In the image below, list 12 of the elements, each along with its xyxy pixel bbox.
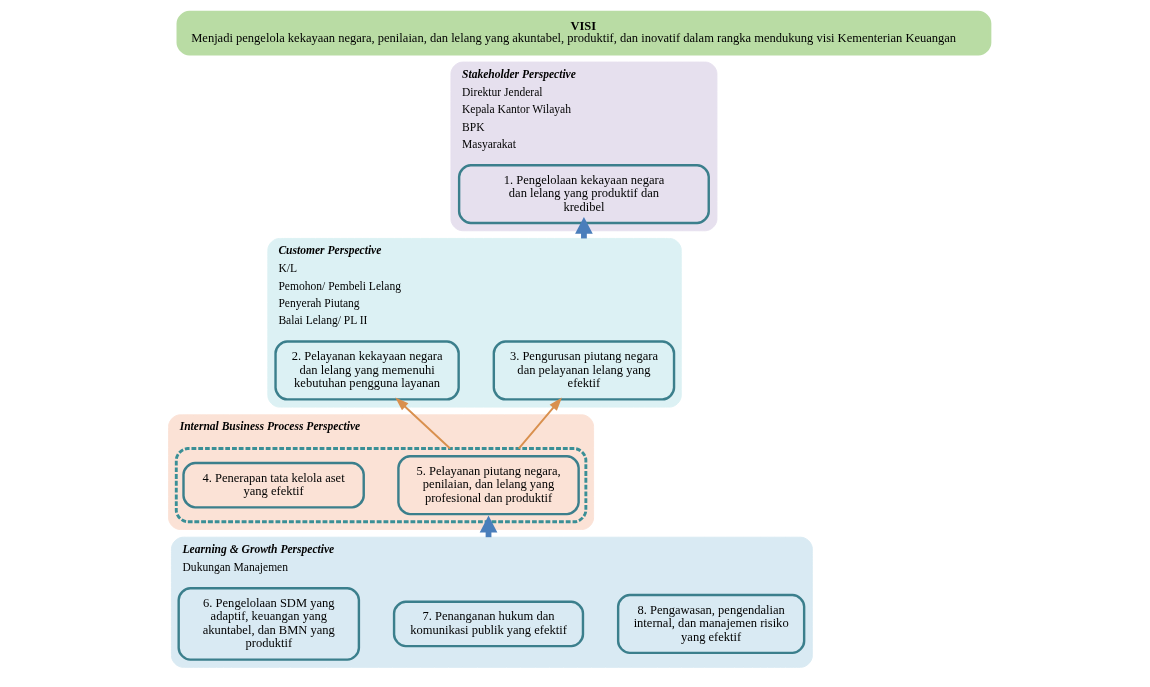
node-box: 5. Pelayanan piutang negara, penilaian, dan lelang yang profesional dan produktif xyxy=(396,455,580,516)
node-box: 4. Penerapan tata kelola aset yang efektif xyxy=(181,461,365,509)
node-box: VISI Menjadi pengelola kekayaan negara, penilaian, dan lelang yang akuntabel, produktif, dan inovatif dalam rangka mendukung visi Kementerian Keuangan xyxy=(176,10,991,56)
node-box: 7. Penanganan hukum dan komunikasi publik yang efektif xyxy=(392,600,584,648)
node-box: 3. Pengurusan piutang negara dan pelayanan lelang yang efektif xyxy=(492,340,675,401)
node-box: 1. Pengelolaan kekayaan negara dan lelang yang produktif dan kredibel xyxy=(457,164,710,225)
arrow xyxy=(394,397,451,450)
arrow xyxy=(517,397,562,450)
cluster xyxy=(174,447,587,524)
node-box: 8. Pengawasan, pengendalian internal, dan manajemen risiko yang efektif xyxy=(616,593,805,655)
node-box: 2. Pelayanan kekayaan negara dan lelang yang memenuhi kebutuhan pengguna layanan xyxy=(273,340,460,401)
node-box: 6. Pengelolaan SDM yang adaptif, keuangan yang akuntabel, dan BMN yang produktif xyxy=(176,587,360,661)
